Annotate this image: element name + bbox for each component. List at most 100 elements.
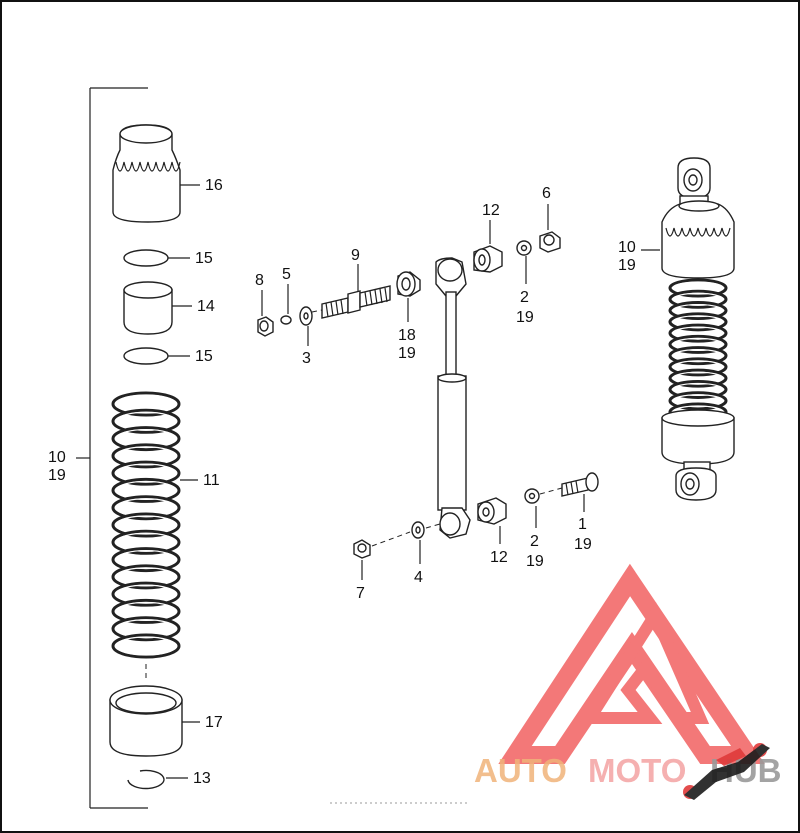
spring-coil [111, 495, 181, 521]
damper-body [435, 257, 471, 539]
spring-coil [668, 312, 728, 332]
spring-coil-highlight [672, 303, 724, 318]
spring-coil-highlight [672, 281, 724, 295]
watermark-moto: MOTO [588, 752, 686, 789]
washer-2-upper [516, 240, 532, 256]
logo-triangle-inner [579, 602, 710, 724]
callout-1: 1 [578, 516, 587, 533]
coil-spring-11 [111, 391, 181, 659]
spring-coil-highlight [115, 584, 177, 604]
nut-7 [353, 539, 371, 559]
callout-5: 5 [282, 266, 291, 283]
spring-coil [668, 357, 728, 377]
washer-2-lower [524, 488, 540, 504]
spring-coil [111, 477, 181, 503]
collar-14 [123, 281, 173, 335]
spring-coil-highlight [115, 549, 177, 570]
nut-8 [257, 316, 274, 337]
spring-coil [111, 529, 181, 555]
callout-12-bottom: 12 [490, 549, 508, 566]
spring-coil [111, 547, 181, 573]
spring-coil-highlight [115, 446, 177, 466]
spring-coil [111, 598, 181, 624]
retaining-ring-15b [123, 347, 169, 365]
callout-13: 13 [193, 770, 211, 787]
spring-coil-highlight [115, 619, 177, 639]
spring-coil [111, 391, 181, 417]
spring-coil [111, 616, 181, 642]
callout-19-right-b: 19 [574, 536, 592, 553]
spring-coil [111, 408, 181, 434]
spring-coil [668, 368, 728, 388]
spring-coil-highlight [672, 349, 724, 363]
spring-coil-highlight [115, 567, 177, 587]
spring-coil-highlight [115, 463, 177, 483]
bushing-12-lower [477, 497, 507, 525]
washer-5 [280, 315, 292, 325]
spring-coil-highlight [672, 382, 724, 397]
bushing-18 [396, 271, 421, 297]
retaining-ring-15a [123, 249, 169, 267]
spring-coil-highlight [672, 315, 724, 329]
callout-19-right-a: 19 [618, 257, 636, 274]
callout-15a: 15 [195, 250, 213, 267]
assembly-bracket [76, 87, 148, 809]
spring-coil-highlight [115, 636, 177, 656]
spring-coil-highlight [115, 515, 177, 535]
spring-coil-highlight [672, 326, 724, 340]
callout-19-mid-a: 19 [398, 345, 416, 362]
spring-coil-highlight [115, 411, 177, 431]
spring-coil [111, 633, 181, 659]
spring-coil-highlight [115, 428, 177, 449]
assembled-shock-absorber [661, 157, 735, 501]
callout-19-mid-b: 19 [516, 309, 534, 326]
watermark-logo [498, 563, 765, 764]
spring-coil-highlight [672, 360, 724, 374]
callout-8: 8 [255, 272, 264, 289]
spring-coil [668, 391, 728, 411]
callout-11: 11 [203, 472, 220, 489]
spring-coil-highlight [672, 292, 724, 306]
callout-2-bottom: 2 [530, 533, 539, 550]
callout-19-mid-c: 19 [526, 553, 544, 570]
circlip-13 [127, 769, 165, 790]
callout-10-left: 10 [48, 449, 66, 466]
spring-seat-17 [109, 685, 183, 757]
spring-coil-highlight [115, 480, 177, 501]
logo-triangle-outer [498, 563, 765, 764]
callout-2-top: 2 [520, 289, 529, 306]
callout-3: 3 [302, 350, 311, 367]
bolt-1 [561, 472, 599, 497]
callout-15b: 15 [195, 348, 213, 365]
spring-coil [111, 512, 181, 538]
spring-coil-highlight [115, 394, 177, 414]
spring-coil [111, 460, 181, 486]
spring-cap-16 [112, 124, 181, 223]
motorcycle-icon [683, 743, 770, 800]
callout-12-top: 12 [482, 202, 500, 219]
spring-coil [111, 581, 181, 607]
spring-coil-highlight [115, 532, 177, 552]
spring-coil-highlight [115, 601, 177, 622]
watermark-auto: AUTO [474, 752, 567, 789]
callout-14: 14 [197, 298, 215, 315]
spring-coil-highlight [115, 498, 177, 518]
bushing-12-upper [473, 245, 503, 273]
spring-coil [668, 278, 728, 298]
spring-coil-highlight [672, 394, 724, 408]
callout-19-left: 19 [48, 467, 66, 484]
spring-coil [668, 379, 728, 399]
callout-16: 16 [205, 177, 223, 194]
washer-3 [299, 306, 313, 326]
spring-coil [111, 426, 181, 452]
spring-coil [668, 334, 728, 354]
washer-4 [411, 521, 425, 539]
spring-coil [668, 289, 728, 309]
spring-coil [668, 346, 728, 366]
callout-17: 17 [205, 714, 223, 731]
spring-coil [111, 443, 181, 469]
callout-7: 7 [356, 585, 365, 602]
